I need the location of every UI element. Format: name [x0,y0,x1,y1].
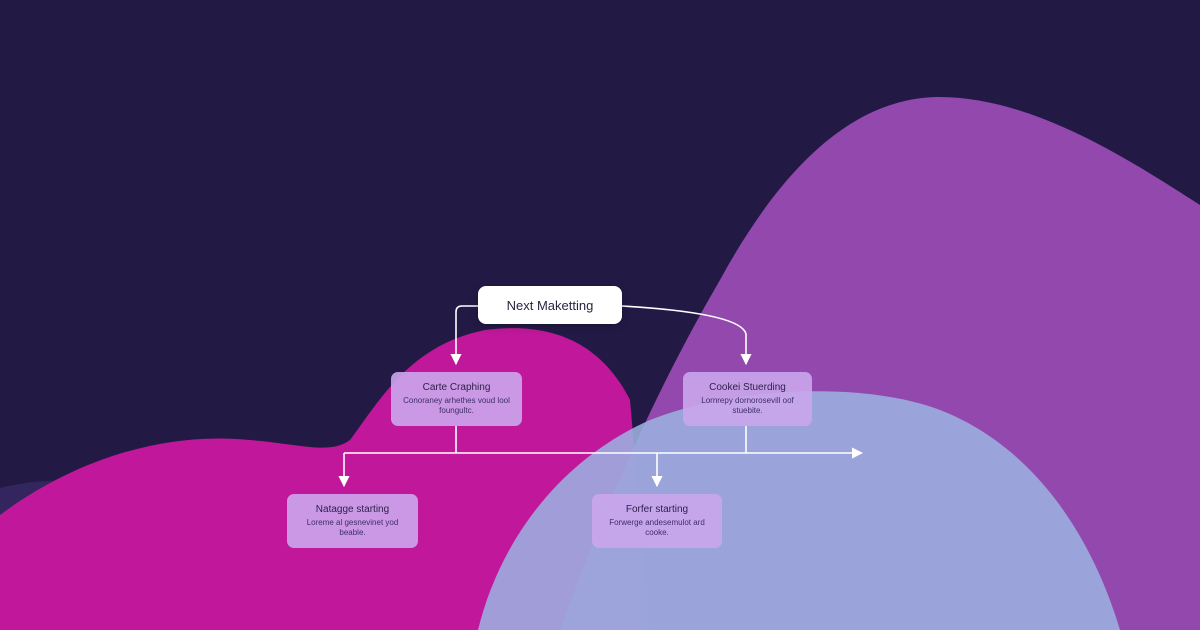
connector-root-to-b [621,305,752,366]
wave-lavender [478,391,1120,630]
node-forfer-starting[interactable]: Forfer starting Forwerge andesemulot ard… [592,494,722,548]
node-carte-craphing[interactable]: Carte Craphing Conoraney arhethes voud l… [391,372,522,426]
node-title: Cookei Stuerding [709,382,786,393]
root-node[interactable]: Next Maketting [478,286,622,324]
node-title: Carte Craphing [422,382,491,393]
node-natagge-starting[interactable]: Natagge starting Loreme al gesnevinet yo… [287,494,418,548]
root-node-title: Next Maketting [506,297,594,313]
connector-root-to-a [450,305,478,366]
node-description: Forwerge andesemulot ard cooke. [609,518,705,537]
node-title: Natagge starting [315,504,390,515]
node-title: Forfer starting [625,504,689,515]
node-description: Loreme al gesnevinet yod beable. [306,518,399,537]
node-description: Conoraney arhethes voud lool foungultc. [403,396,510,415]
node-description: Lornrepy dornorosevill oof stuebite. [701,396,794,415]
node-cookei-stuerding[interactable]: Cookei Stuerding Lornrepy dornorosevill … [683,372,812,426]
